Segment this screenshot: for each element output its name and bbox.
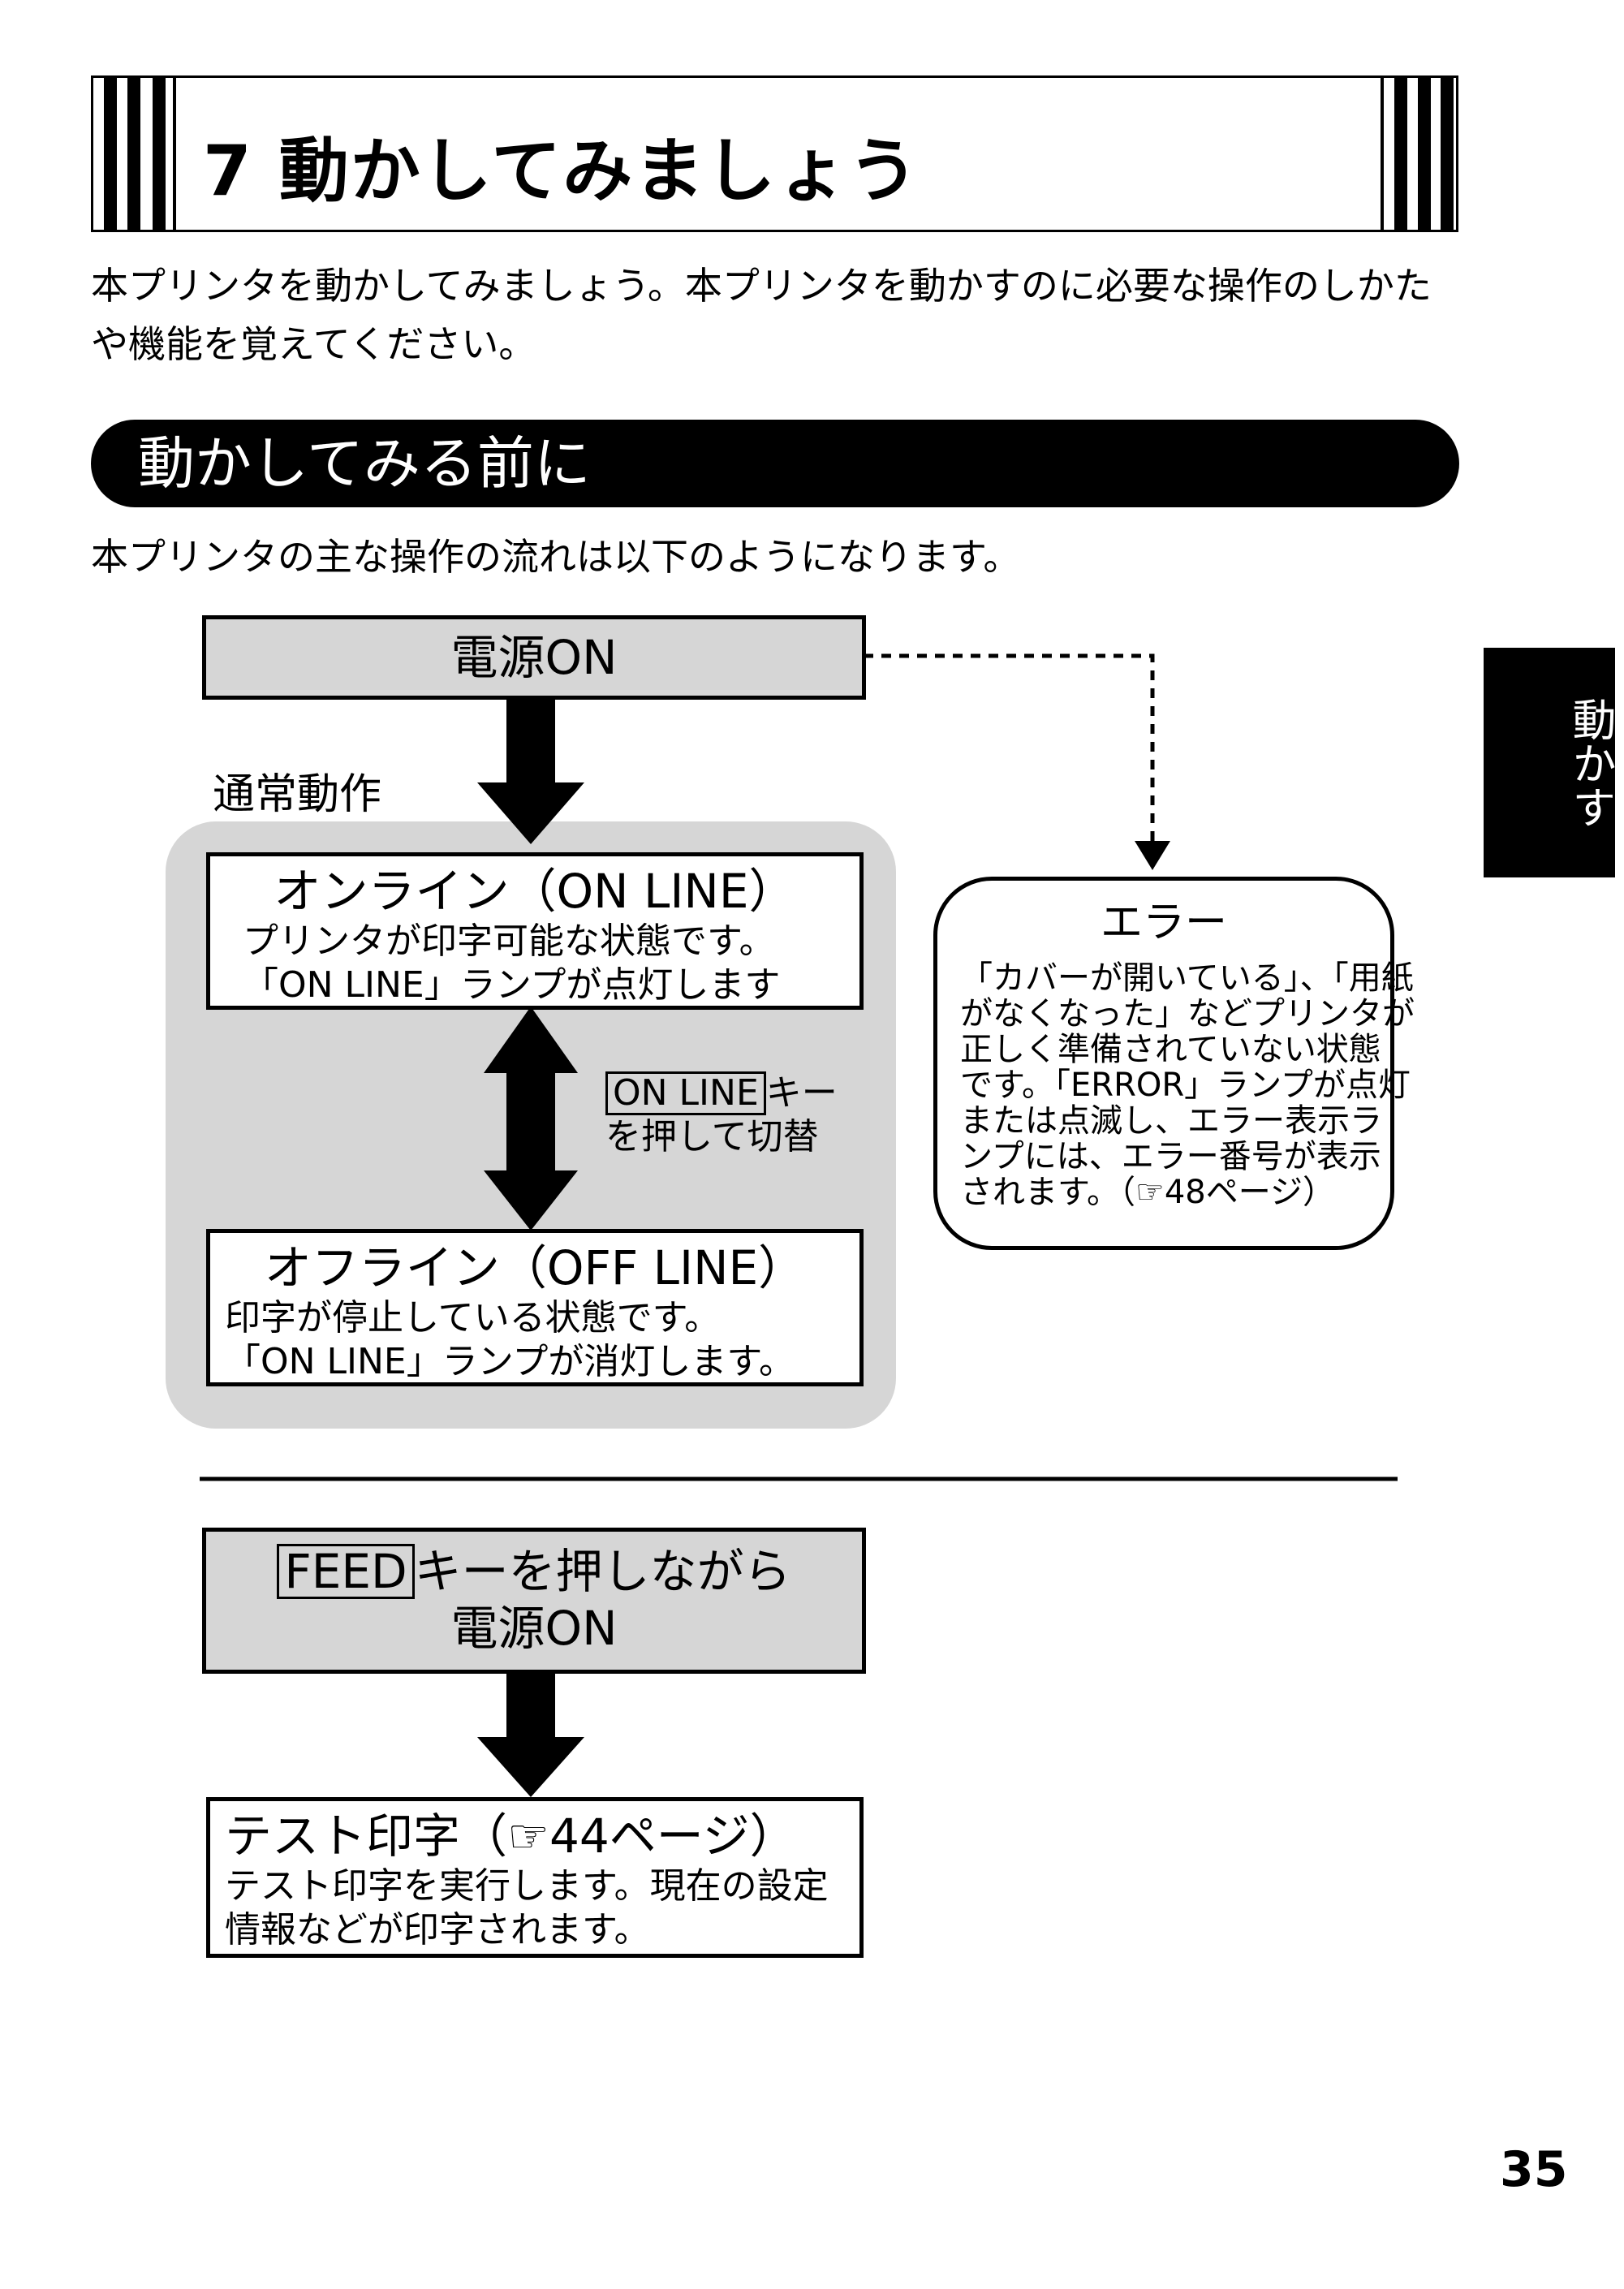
online-key-label: ON LINE xyxy=(605,1071,766,1115)
offline-title: オフライン（OFF LINE） xyxy=(264,1240,806,1295)
side-index-tab-label: 動かす xyxy=(1565,697,1616,829)
error-description-line: 正しく準備されていない状態 xyxy=(960,1031,1381,1068)
error-description-line: されます。（☞48ページ） xyxy=(960,1174,1335,1211)
feed-key-label: FEED xyxy=(277,1544,415,1599)
intro-line-1: 本プリンタを動かしてみましょう。本プリンタを動かすのに必要な操作のしかた xyxy=(91,264,1432,308)
test-print-box: テスト印字（☞44ページ） テスト印字を実行します。現在の設定 情報などが印字さ… xyxy=(206,1797,864,1958)
title-bar-stripe xyxy=(127,78,140,230)
test-print-description-2: 情報などが印字されます。 xyxy=(225,1909,650,1951)
double-arrow xyxy=(484,1007,578,1231)
down-arrow xyxy=(477,1674,584,1797)
error-description-line: です。「ERROR」ランプが点灯 xyxy=(960,1067,1411,1104)
feed-line-2: 電源ON xyxy=(450,1601,618,1656)
normal-operation-label: 通常動作 xyxy=(213,770,382,819)
online-description-2: 「ON LINE」ランプが点灯します xyxy=(243,964,781,1006)
error-description-line: 「カバーが開いている」、「用紙 xyxy=(960,959,1414,997)
offline-description-1: 印字が停止している状態です。 xyxy=(225,1297,721,1338)
error-description-line: ンプには、エラー番号が表示 xyxy=(960,1138,1381,1175)
title-bar-stripe xyxy=(1441,78,1454,230)
offline-description-2: 「ON LINE」ランプが消灯します。 xyxy=(225,1341,795,1382)
chapter-title-bar xyxy=(91,75,1458,232)
switch-note-line-2: を押して切替 xyxy=(605,1116,819,1157)
title-bar-stripe xyxy=(1381,78,1384,230)
section-title: 動かしてみる前に xyxy=(138,430,591,497)
chapter-title: 7 動かしてみましょう xyxy=(203,131,920,212)
page-number: 35 xyxy=(1500,2141,1568,2198)
power-on-label: 電源ON xyxy=(450,630,618,685)
error-box: エラー 「カバーが開いている」、「用紙 がなくなった」などプリンタが 正しく準備… xyxy=(933,877,1415,1250)
error-title: エラー xyxy=(1100,899,1227,947)
title-bar-stripe xyxy=(1418,78,1431,230)
test-print-description-1: テスト印字を実行します。現在の設定 xyxy=(225,1865,829,1907)
title-bar-stripe xyxy=(173,78,176,230)
dashed-error-connector xyxy=(864,653,1170,870)
feed-key-suffix: キーを押しながら xyxy=(414,1544,791,1599)
offline-box: オフライン（OFF LINE） 印字が停止している状態です。 「ON LINE」… xyxy=(206,1229,864,1386)
online-title: オンライン（ON LINE） xyxy=(274,864,796,919)
intro-line-2: や機能を覚えてください。 xyxy=(91,322,536,366)
key-suffix-text: キー xyxy=(765,1072,838,1114)
flow-intro-text: 本プリンタの主な操作の流れは以下のようになります。 xyxy=(91,535,1021,579)
power-on-box: 電源ON xyxy=(202,615,866,700)
side-index-tab xyxy=(1484,648,1615,877)
online-description-1: プリンタが印字可能な状態です。 xyxy=(243,920,775,962)
title-bar-stripe xyxy=(1394,78,1407,230)
online-box: オンライン（ON LINE） プリンタが印字可能な状態です。 「ON LINE」… xyxy=(206,852,864,1010)
down-arrow xyxy=(477,696,584,844)
error-description-line: がなくなった」などプリンタが xyxy=(960,995,1415,1032)
title-bar-stripe xyxy=(104,78,117,230)
error-description-line: または点滅し、エラー表示ラ xyxy=(960,1102,1382,1140)
title-bar-stripe xyxy=(153,78,166,230)
section-heading-bar xyxy=(91,420,1459,507)
test-print-title: テスト印字（☞44ページ） xyxy=(225,1808,797,1864)
